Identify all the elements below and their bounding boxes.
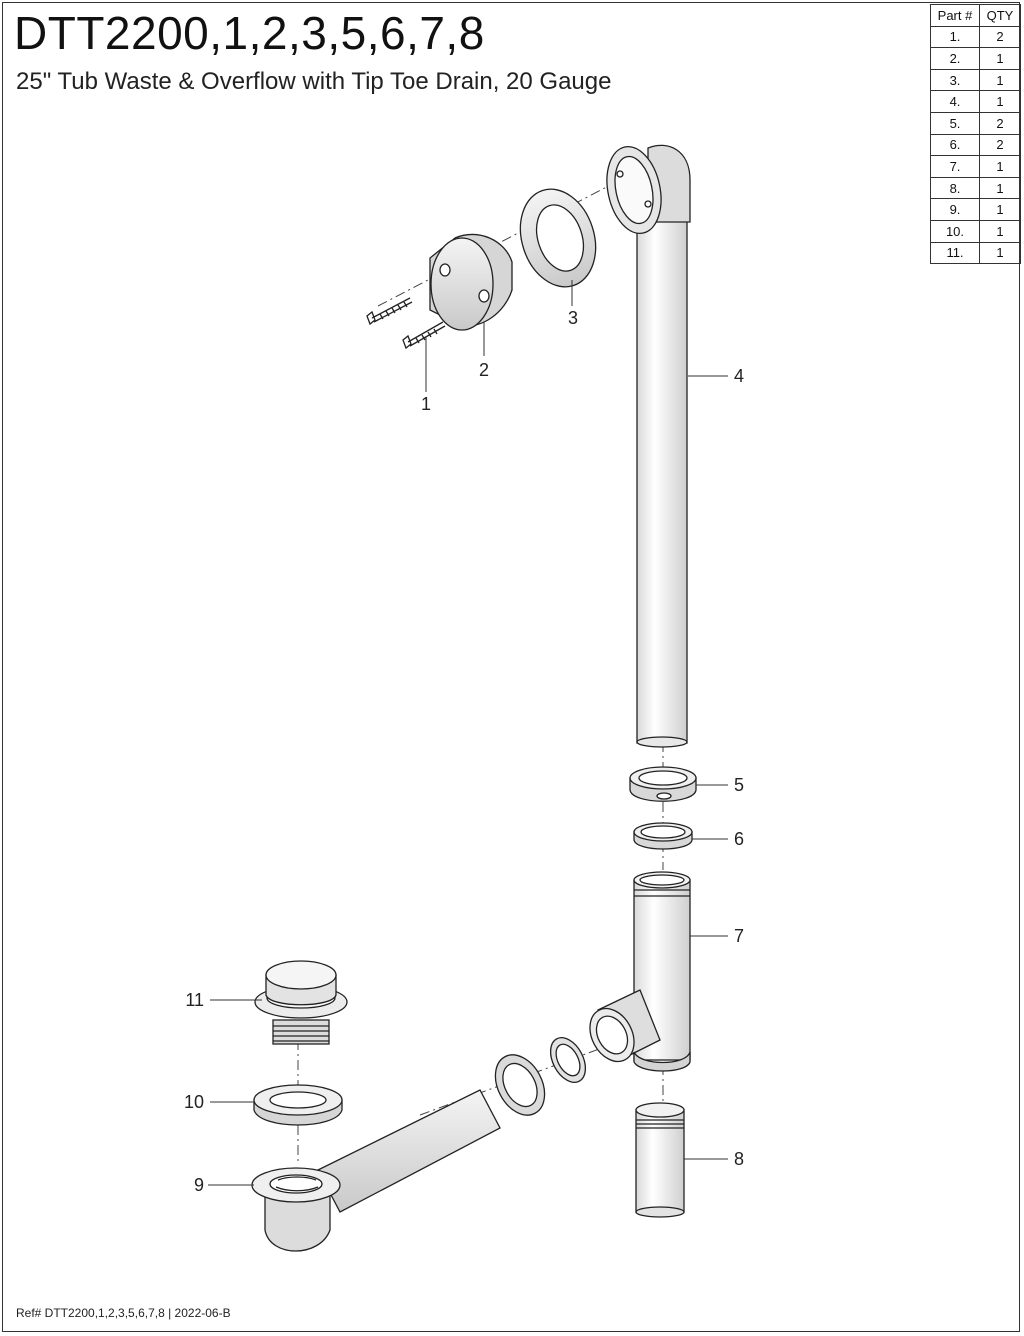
table-row: 3.1 [930, 68, 1021, 92]
callout-9: 9 [194, 1175, 204, 1195]
gasket-part-3 [519, 188, 597, 288]
column-header-part: Part # [930, 4, 980, 27]
reference-footer: Ref# DTT2200,1,2,3,5,6,7,8 | 2022-06-B [16, 1306, 231, 1320]
table-header-row: Part # QTY [930, 4, 1021, 27]
callout-2: 2 [479, 360, 489, 380]
qty-cell: 1 [979, 176, 1021, 200]
overflow-faceplate-part-2 [429, 233, 513, 331]
drain-gasket-part-10 [253, 1084, 343, 1126]
tailpiece-part-8 [635, 1102, 685, 1218]
callout-3: 3 [568, 308, 578, 328]
table-row: 7.1 [930, 155, 1021, 178]
callout-labels: 1 2 3 4 5 6 7 8 9 10 11 [184, 308, 744, 1195]
qty-cell: 2 [979, 111, 1021, 135]
callout-11: 11 [185, 990, 204, 1010]
product-description: 25" Tub Waste & Overflow with Tip Toe Dr… [16, 68, 612, 95]
slip-nut-part-5 [629, 766, 697, 802]
parts-quantity-table: Part # QTY 1.2 2.1 3.1 4.1 5.2 6.2 7.1 8… [930, 4, 1021, 265]
callout-6: 6 [734, 829, 744, 849]
callout-7: 7 [734, 926, 744, 946]
callout-8: 8 [734, 1149, 744, 1169]
table-row: 2.1 [930, 47, 1021, 70]
callout-leaders [208, 280, 728, 1186]
part-cell: 9. [930, 198, 980, 221]
callout-1: 1 [421, 394, 431, 414]
table-row: 5.2 [930, 111, 1021, 135]
part-cell: 11. [930, 241, 980, 265]
drain-tee-part-7 [589, 871, 691, 1072]
horizontal-slip-nut [494, 1054, 546, 1116]
table-row: 8.1 [930, 176, 1021, 200]
screws-part-1 [366, 297, 446, 350]
horizontal-slip-washer [549, 1037, 587, 1083]
table-row: 10.1 [930, 219, 1021, 243]
callout-4: 4 [734, 366, 744, 386]
slip-washer-part-6 [633, 822, 693, 850]
callout-10: 10 [184, 1092, 204, 1112]
part-cell: 10. [930, 219, 980, 243]
qty-cell: 1 [979, 219, 1021, 243]
qty-cell: 1 [979, 68, 1021, 92]
qty-cell: 2 [979, 133, 1021, 157]
qty-cell: 1 [979, 155, 1021, 178]
overflow-pipe-part-4 [606, 144, 691, 748]
table-row: 9.1 [930, 198, 1021, 221]
model-title: DTT2200,1,2,3,5,6,7,8 [14, 7, 485, 59]
drain-shoe-part-9 [251, 1089, 501, 1252]
table-row: 6.2 [930, 133, 1021, 157]
qty-cell: 1 [979, 241, 1021, 265]
table-row: 11.1 [930, 241, 1021, 265]
callout-5: 5 [734, 775, 744, 795]
qty-cell: 2 [979, 25, 1021, 49]
tip-toe-stopper-part-11 [254, 960, 348, 1045]
qty-cell: 1 [979, 198, 1021, 221]
